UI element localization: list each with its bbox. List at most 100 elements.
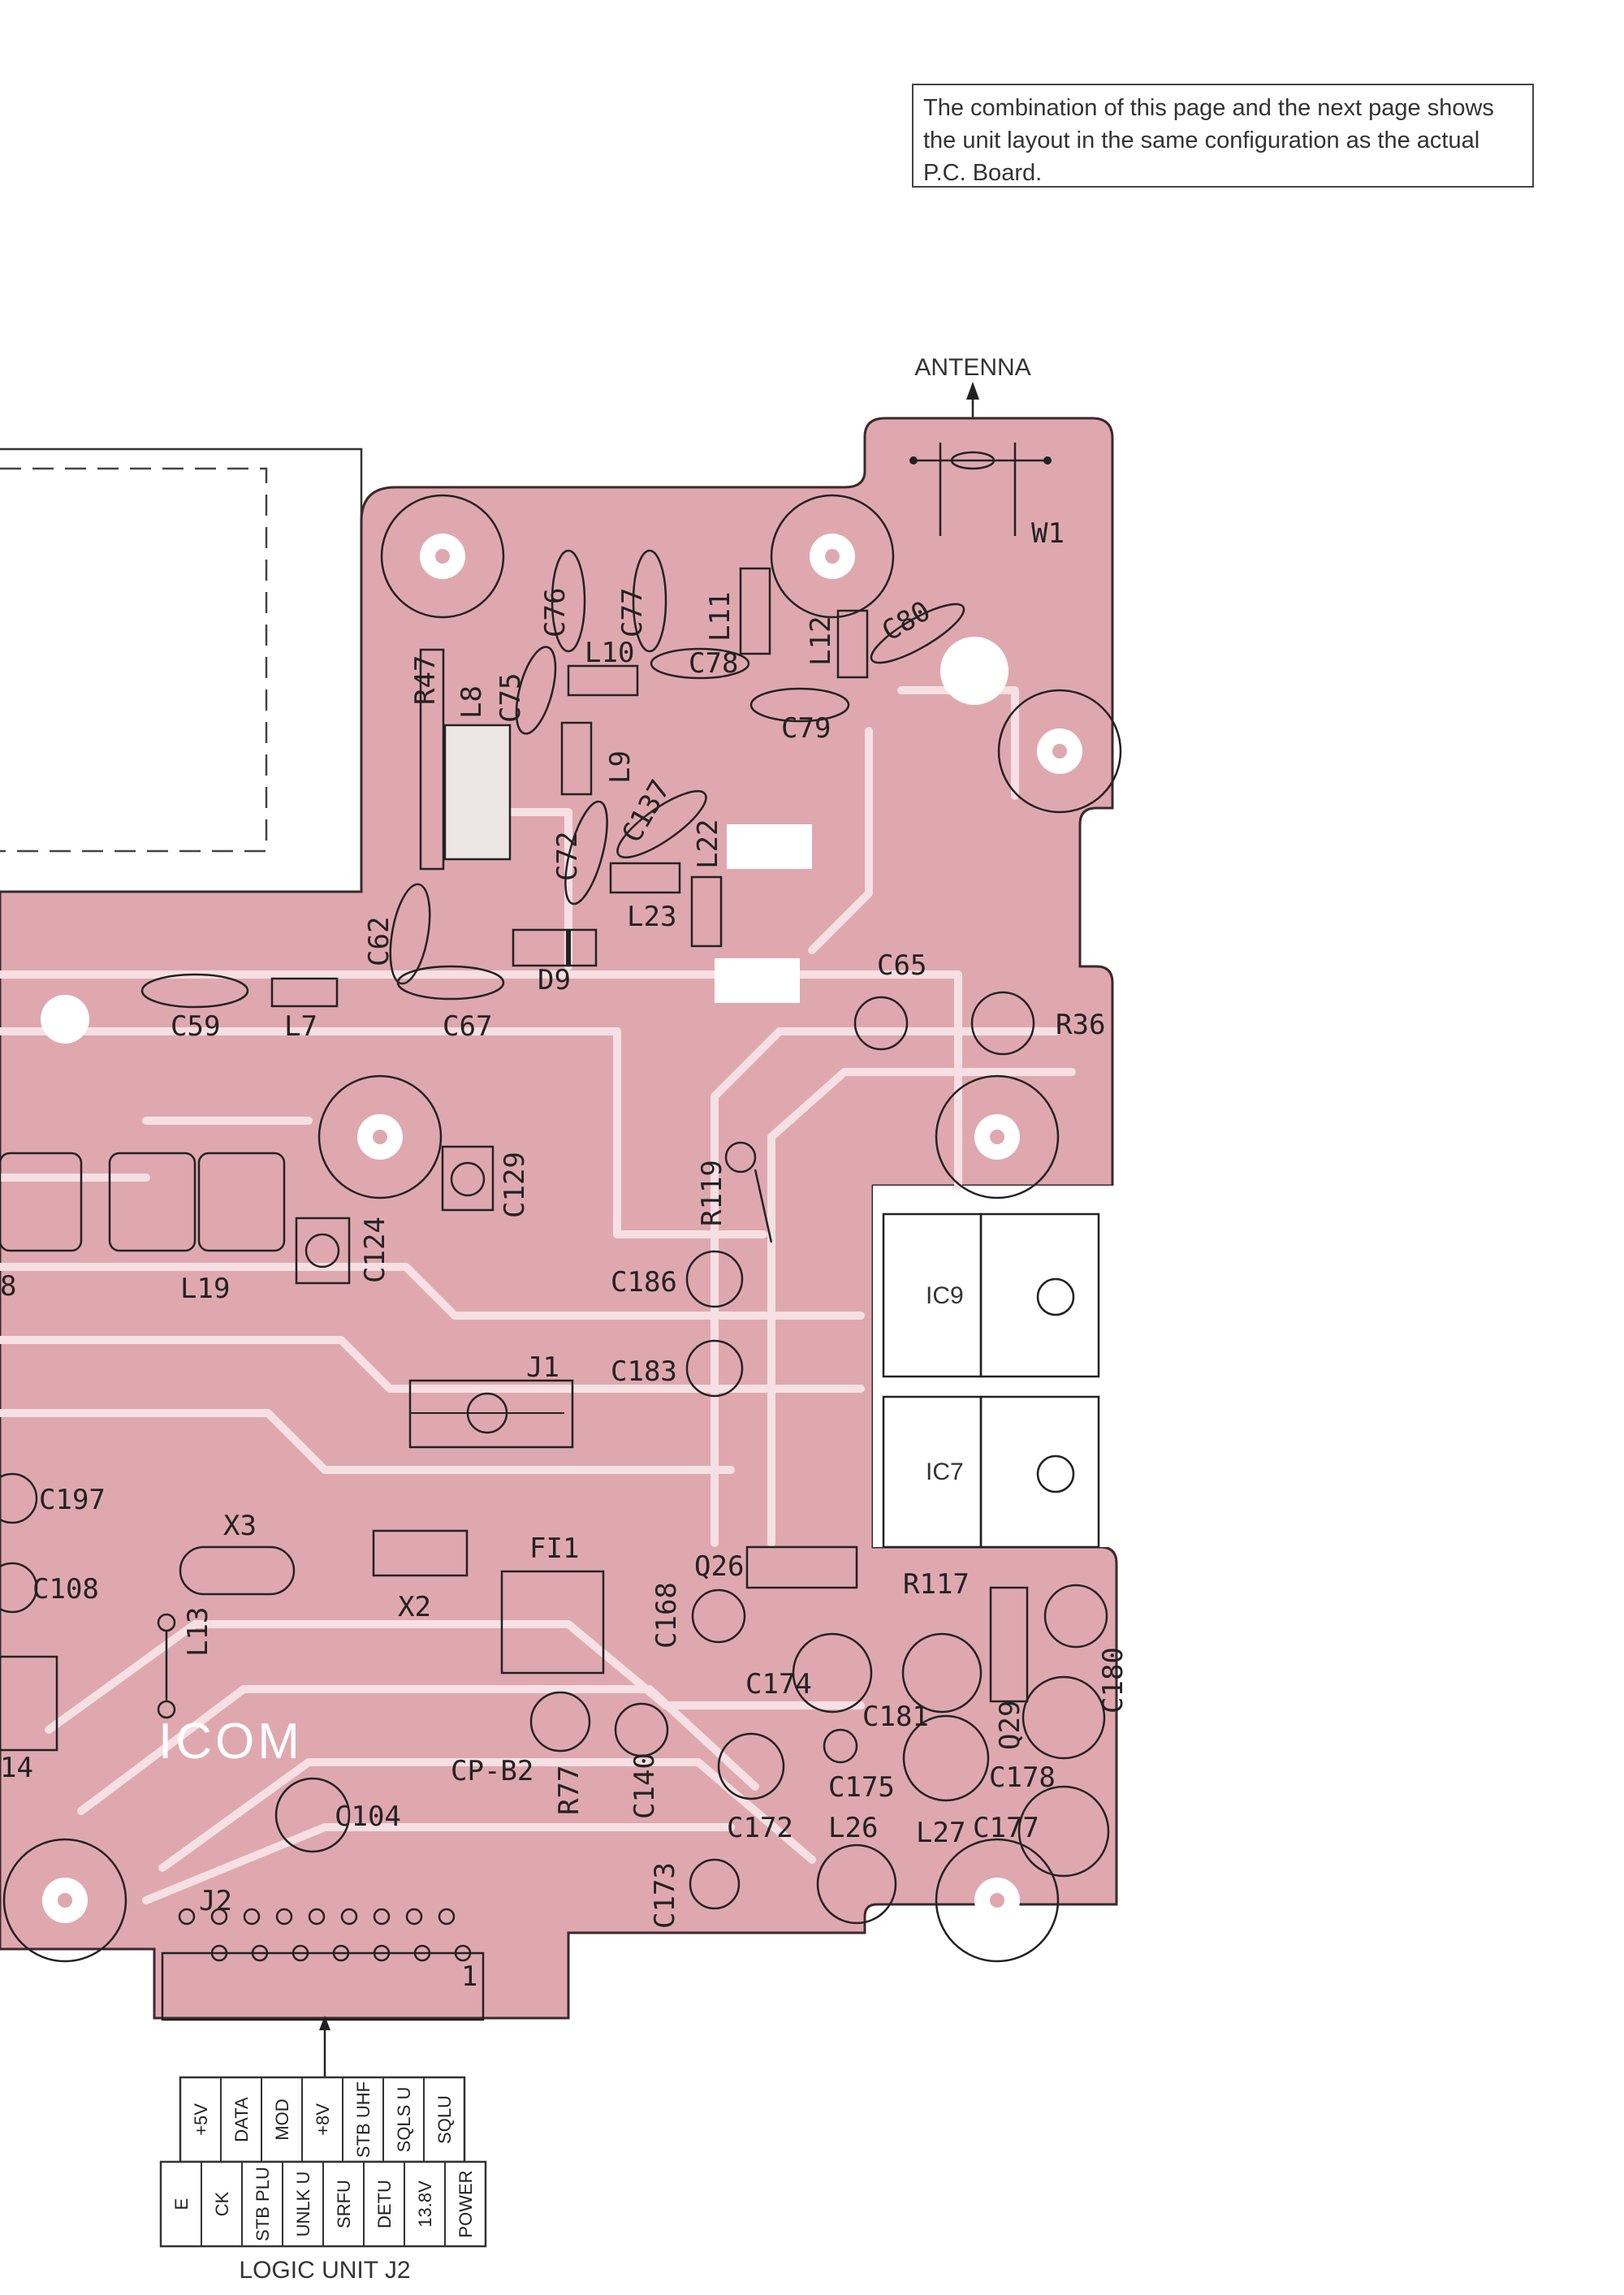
label-c72: C72 — [551, 832, 584, 881]
j2-pins-row2 — [210, 1944, 472, 1962]
l9-body — [560, 721, 593, 796]
j2-pad-13 — [332, 1944, 350, 1962]
c177-body — [1017, 1785, 1110, 1878]
label-c77: C77 — [616, 588, 649, 638]
j2-lead-arrow — [319, 2016, 330, 2030]
c183-body — [685, 1339, 744, 1398]
label-d9: D9 — [538, 964, 571, 996]
logic-unit-j2-table: +5V DATA MOD +8V STB UHF SQLS U SQLU E C… — [159, 2076, 487, 2284]
ic-cutout — [873, 1186, 1116, 1547]
mount-hole-7 — [2, 1838, 127, 1963]
layout-note-line-2: the unit layout in the same configuratio… — [923, 128, 1480, 153]
pin-e: E — [171, 2198, 192, 2211]
j2-pad-2 — [210, 1908, 228, 1925]
label-c129: C129 — [499, 1152, 531, 1218]
ic9-hole — [1036, 1277, 1075, 1316]
c140-body — [614, 1702, 669, 1757]
l8-coil-body — [443, 724, 512, 861]
l26-body — [816, 1843, 897, 1925]
label-c108: C108 — [32, 1573, 99, 1606]
label-ic7: IC7 — [926, 1459, 964, 1485]
c79-body — [749, 687, 850, 723]
j2-pad-14 — [373, 1944, 391, 1962]
label-c197: C197 — [39, 1484, 106, 1516]
l19-coil-a — [108, 1152, 197, 1252]
label-c177: C177 — [973, 1812, 1039, 1844]
r119-lead — [754, 1169, 773, 1243]
label-l27: L27 — [916, 1817, 965, 1849]
hole-plain — [940, 637, 1009, 705]
l10-body — [567, 664, 639, 697]
l12-body — [836, 609, 869, 679]
r36-body — [970, 991, 1035, 1056]
c72-body — [564, 800, 608, 905]
label-c104: C104 — [335, 1800, 401, 1833]
label-l26: L26 — [828, 1812, 878, 1844]
case-outline — [0, 447, 363, 893]
pin-plus5v: +5V — [191, 2103, 211, 2136]
j2-pad-5 — [308, 1908, 326, 1925]
pin-sqlu: SQLU — [434, 2095, 455, 2144]
r77-body — [529, 1691, 591, 1753]
c59-body — [140, 973, 249, 1009]
l22-body — [690, 875, 723, 948]
c124-pad — [304, 1233, 340, 1269]
label-l19: L19 — [180, 1273, 230, 1305]
label-c140: C140 — [628, 1753, 661, 1819]
ic7-tab — [979, 1395, 1100, 1549]
q26-body — [745, 1545, 858, 1589]
c65-body — [853, 996, 909, 1051]
j2-pad-10 — [210, 1944, 228, 1962]
c67-body — [396, 965, 505, 1001]
c75-body — [515, 646, 557, 735]
left-block-14 — [0, 1655, 58, 1752]
label-q26: Q26 — [694, 1550, 744, 1583]
label-l8: L8 — [456, 685, 488, 719]
w1-end-left — [909, 456, 918, 465]
pin-mod: MOD — [272, 2098, 292, 2140]
c137-body — [616, 790, 707, 858]
c175-body — [823, 1728, 858, 1764]
label-c124: C124 — [359, 1217, 391, 1283]
c178-body — [902, 1714, 990, 1802]
j2-pad-1 — [178, 1908, 196, 1925]
label-c173: C173 — [649, 1862, 681, 1929]
label-l11: L11 — [704, 592, 736, 642]
label-x3: X3 — [223, 1510, 257, 1542]
j2-pad-7 — [373, 1908, 391, 1925]
label-j2: J2 — [199, 1885, 232, 1917]
label-l12: L12 — [805, 616, 837, 666]
pin-sqls-u: SQLS U — [394, 2087, 414, 2153]
r117-body — [989, 1586, 1029, 1703]
label-j1: J1 — [526, 1351, 559, 1384]
r47-body — [419, 648, 445, 871]
j2-pins-row1 — [178, 1908, 456, 1925]
l7-body — [270, 977, 339, 1008]
c129-body — [441, 1145, 495, 1212]
layout-note-line-1: The combination of this page and the nex… — [923, 95, 1494, 121]
label-c183: C183 — [611, 1355, 677, 1388]
label-c65: C65 — [877, 949, 926, 982]
j2-pad-15 — [413, 1944, 431, 1962]
l11-body — [739, 567, 771, 655]
pad-b — [715, 958, 800, 1003]
c174-body — [792, 1632, 873, 1714]
c197-body — [0, 1472, 38, 1524]
j2-pad-3 — [243, 1908, 261, 1925]
mount-hole-1 — [380, 494, 505, 619]
label-c76: C76 — [539, 588, 572, 638]
w1-end-right — [1043, 456, 1052, 465]
label-c168: C168 — [650, 1582, 683, 1649]
mount-hole-3 — [997, 689, 1122, 814]
mount-hole-6 — [935, 1838, 1060, 1963]
j2-pad-6 — [340, 1908, 358, 1925]
c124-body — [295, 1217, 351, 1285]
hole-left — [41, 995, 89, 1044]
mounting-holes — [2, 494, 1122, 1963]
label-fragment-8: 8 — [0, 1270, 16, 1303]
x2-body — [372, 1529, 469, 1577]
l23-body — [609, 862, 681, 894]
label-pin-1: 1 — [461, 1960, 477, 1993]
label-c181: C181 — [862, 1701, 929, 1733]
